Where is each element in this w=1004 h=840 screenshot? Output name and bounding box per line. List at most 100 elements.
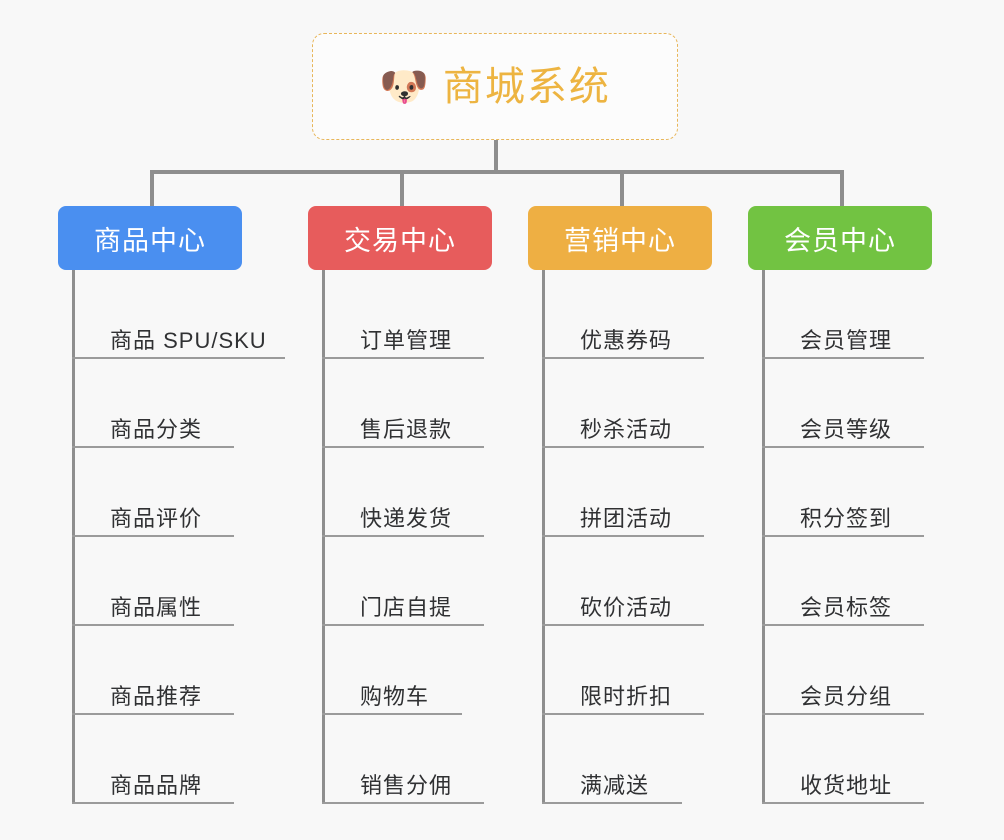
leaf-underline xyxy=(542,713,704,715)
leaf-node[interactable]: 会员分组 xyxy=(762,626,924,715)
category-drop-connector-3 xyxy=(620,170,624,206)
leaf-label: 会员管理 xyxy=(800,327,893,353)
leaf-node[interactable]: 商品评价 xyxy=(72,448,285,537)
leaf-label: 商品品牌 xyxy=(110,772,203,798)
leaf-label: 满减送 xyxy=(580,772,650,798)
leaf-underline xyxy=(762,802,924,804)
branch-column-4: 会员管理会员等级积分签到会员标签会员分组收货地址 xyxy=(762,270,924,804)
category-box-4[interactable]: 会员中心 xyxy=(748,206,932,270)
leaf-node[interactable]: 拼团活动 xyxy=(542,448,704,537)
leaf-underline xyxy=(542,624,704,626)
leaf-node[interactable]: 快递发货 xyxy=(322,448,484,537)
branch-column-3: 优惠券码秒杀活动拼团活动砍价活动限时折扣满减送 xyxy=(542,270,704,804)
leaf-inner: 会员分组 xyxy=(762,684,924,715)
leaf-node[interactable]: 限时折扣 xyxy=(542,626,704,715)
leaf-node[interactable]: 订单管理 xyxy=(322,270,484,359)
branch-spine xyxy=(72,270,75,804)
leaf-label: 购物车 xyxy=(360,683,430,709)
leaf-inner: 商品推荐 xyxy=(72,683,234,715)
leaf-inner: 商品属性 xyxy=(72,594,234,626)
leaf-node[interactable]: 售后退款 xyxy=(322,359,484,448)
leaf-inner: 限时折扣 xyxy=(542,683,704,715)
leaf-node[interactable]: 砍价活动 xyxy=(542,537,704,626)
leaf-node[interactable]: 门店自提 xyxy=(322,537,484,626)
leaf-inner: 会员管理 xyxy=(762,327,924,359)
leaf-underline xyxy=(762,357,924,359)
branch-column-2: 订单管理售后退款快递发货门店自提购物车销售分佣 xyxy=(322,270,484,804)
leaf-label: 限时折扣 xyxy=(580,683,673,709)
leaf-inner: 会员等级 xyxy=(762,416,924,448)
leaf-label: 快递发货 xyxy=(360,505,453,531)
leaf-inner: 门店自提 xyxy=(322,594,484,626)
leaf-underline xyxy=(322,446,484,448)
leaf-label: 会员标签 xyxy=(800,594,893,620)
leaf-inner: 秒杀活动 xyxy=(542,417,704,448)
leaf-underline xyxy=(72,802,234,804)
shiba-dog-icon: 🐶 xyxy=(379,64,429,109)
leaf-inner: 商品分类 xyxy=(72,417,234,448)
leaf-underline xyxy=(322,802,484,804)
leaf-node[interactable]: 销售分佣 xyxy=(322,715,484,804)
leaf-inner: 积分签到 xyxy=(762,505,924,537)
leaf-node[interactable]: 购物车 xyxy=(322,626,484,715)
category-box-2[interactable]: 交易中心 xyxy=(308,206,492,270)
leaf-node[interactable]: 商品属性 xyxy=(72,537,285,626)
leaf-inner: 优惠券码 xyxy=(542,327,704,359)
leaf-label: 优惠券码 xyxy=(580,327,673,353)
leaf-underline xyxy=(72,713,234,715)
horizontal-bus-connector xyxy=(150,170,842,174)
leaf-underline xyxy=(762,624,924,626)
leaf-underline xyxy=(322,535,484,537)
leaf-label: 订单管理 xyxy=(360,327,453,353)
leaf-node[interactable]: 会员等级 xyxy=(762,359,924,448)
leaf-inner: 订单管理 xyxy=(322,327,484,359)
leaf-inner: 商品评价 xyxy=(72,505,234,537)
leaf-node[interactable]: 优惠券码 xyxy=(542,270,704,359)
leaf-underline xyxy=(542,535,704,537)
leaf-node[interactable]: 商品品牌 xyxy=(72,715,285,804)
leaf-underline xyxy=(762,535,924,537)
category-drop-connector-2 xyxy=(400,170,404,206)
category-box-1[interactable]: 商品中心 xyxy=(58,206,242,270)
leaf-inner: 售后退款 xyxy=(322,416,484,448)
leaf-label: 商品属性 xyxy=(110,594,203,620)
leaf-node[interactable]: 会员管理 xyxy=(762,270,924,359)
leaf-label: 商品评价 xyxy=(110,505,203,531)
leaf-label: 会员等级 xyxy=(800,416,893,442)
leaf-label: 售后退款 xyxy=(360,416,453,442)
leaf-node[interactable]: 积分签到 xyxy=(762,448,924,537)
leaf-label: 积分签到 xyxy=(800,505,893,531)
leaf-underline xyxy=(542,357,704,359)
leaf-inner: 销售分佣 xyxy=(322,772,484,804)
leaf-label: 商品推荐 xyxy=(110,683,203,709)
category-drop-connector-4 xyxy=(840,170,844,206)
category-label: 营销中心 xyxy=(564,225,676,256)
leaf-node[interactable]: 会员标签 xyxy=(762,537,924,626)
leaf-underline xyxy=(762,713,924,715)
leaf-underline xyxy=(72,535,234,537)
leaf-node[interactable]: 满减送 xyxy=(542,715,704,804)
leaf-underline xyxy=(72,446,234,448)
leaf-node[interactable]: 收货地址 xyxy=(762,715,924,804)
leaf-inner: 收货地址 xyxy=(762,772,924,804)
category-drop-connector-1 xyxy=(150,170,154,206)
leaf-label: 销售分佣 xyxy=(360,772,453,798)
leaf-underline xyxy=(72,357,285,359)
leaf-underline xyxy=(322,624,484,626)
leaf-label: 门店自提 xyxy=(360,594,453,620)
leaf-inner: 砍价活动 xyxy=(542,594,704,626)
leaf-node[interactable]: 商品推荐 xyxy=(72,626,285,715)
category-box-3[interactable]: 营销中心 xyxy=(528,206,712,270)
root-stem-connector xyxy=(494,140,498,172)
category-label: 交易中心 xyxy=(344,225,456,256)
leaf-node[interactable]: 秒杀活动 xyxy=(542,359,704,448)
leaf-node[interactable]: 商品 SPU/SKU xyxy=(72,270,285,359)
root-node[interactable]: 🐶 商城系统 xyxy=(312,33,678,140)
leaf-label: 商品 SPU/SKU xyxy=(110,327,267,353)
leaf-inner: 购物车 xyxy=(322,683,462,715)
leaf-node[interactable]: 商品分类 xyxy=(72,359,285,448)
leaf-underline xyxy=(542,446,704,448)
leaf-label: 砍价活动 xyxy=(580,594,673,620)
leaf-label: 收货地址 xyxy=(800,772,893,798)
